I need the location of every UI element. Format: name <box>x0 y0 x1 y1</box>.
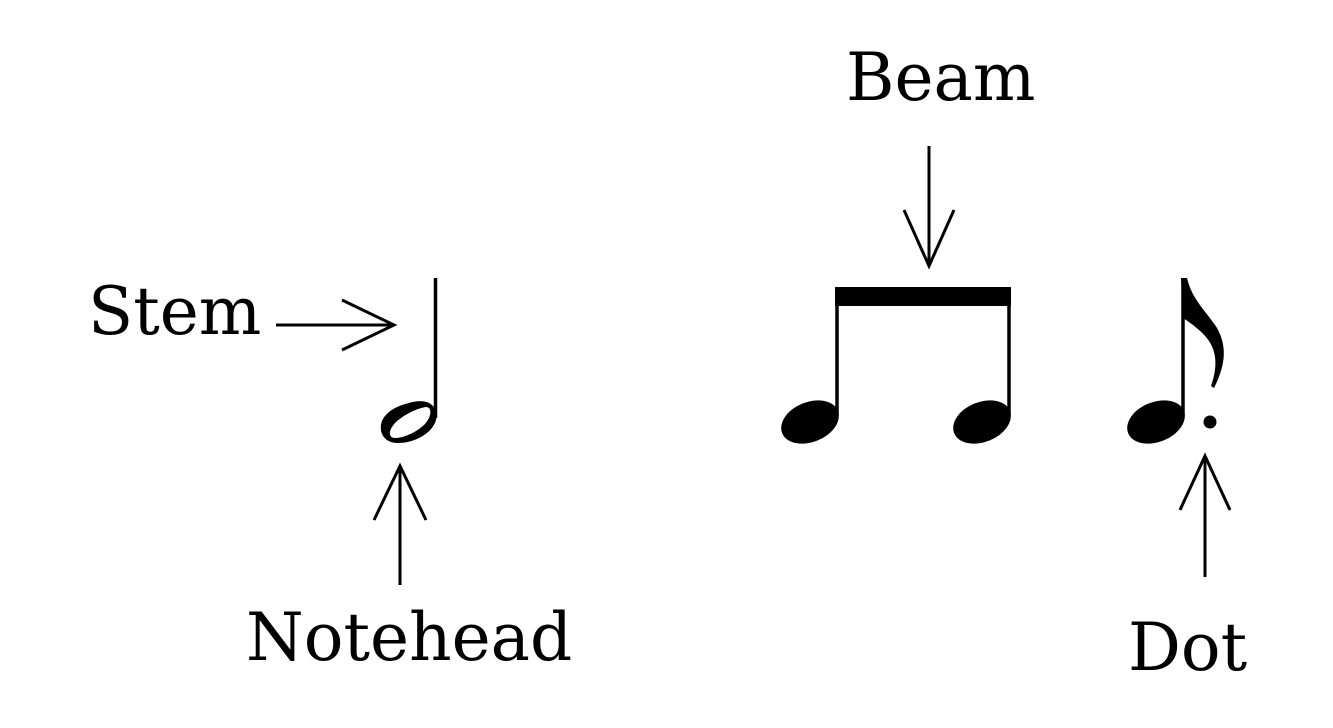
stem-label: Stem <box>88 273 261 350</box>
filled-notehead-2 <box>953 400 1011 444</box>
beamed-eighth-notes <box>781 287 1011 444</box>
filled-notehead-3 <box>1127 400 1185 444</box>
stem-arrow <box>276 298 398 352</box>
beam <box>835 287 1011 306</box>
augmentation-dot <box>1203 415 1217 429</box>
beam-arrow <box>902 146 956 270</box>
hollow-notehead <box>380 401 437 443</box>
notehead-label: Notehead <box>246 599 572 676</box>
dotted-eighth-note <box>1127 278 1224 444</box>
dot-label: Dot <box>1128 609 1247 686</box>
dot-arrow <box>1178 452 1232 577</box>
filled-notehead-1 <box>781 400 839 444</box>
beam-label: Beam <box>846 39 1036 116</box>
eighth-note-flag <box>1181 278 1224 388</box>
notehead-arrow <box>372 462 428 585</box>
half-note <box>380 278 438 443</box>
